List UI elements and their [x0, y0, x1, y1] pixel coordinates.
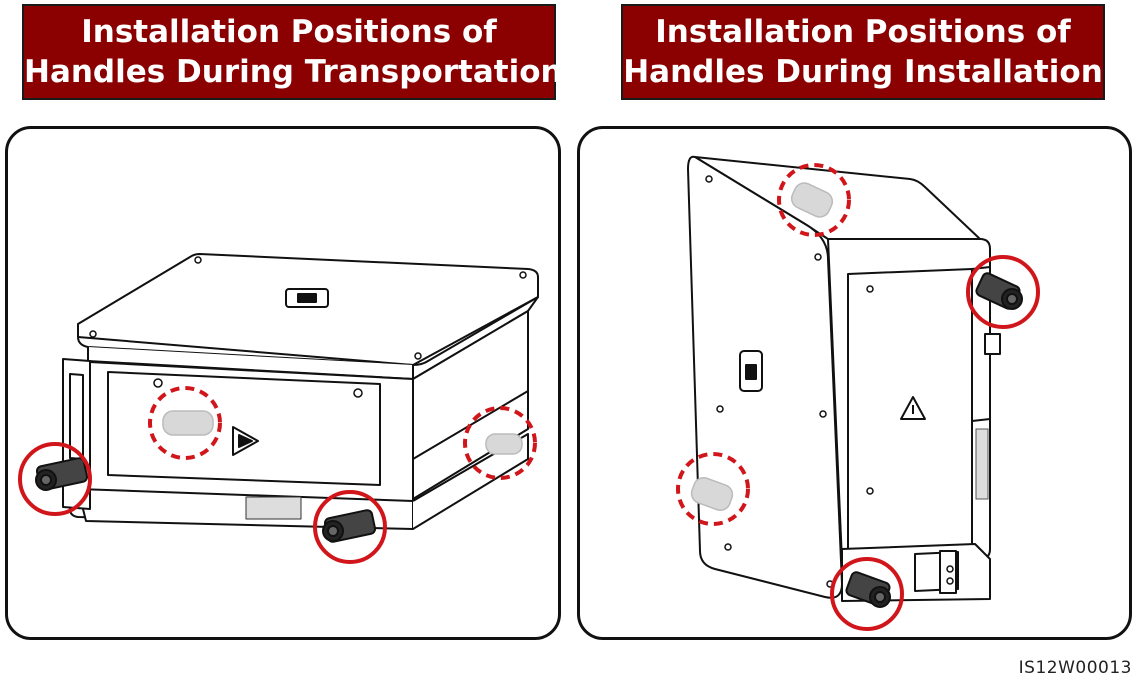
- handle-hidden-highlight-rear-left: [148, 386, 222, 460]
- title-banner-installation: Installation Positions of Handles During…: [621, 4, 1105, 100]
- banner-installation-line1: Installation Positions of: [655, 14, 1071, 50]
- handle-highlight-front-left: [18, 442, 92, 516]
- handle-hidden-highlight-top-left: [777, 163, 851, 237]
- banner-installation-line2: Handles During Installation: [623, 54, 1103, 90]
- handle-highlight-top-right: [966, 255, 1040, 329]
- drawing-id-label: IS12W00013: [1018, 658, 1132, 678]
- inverter-flat-drawing: [18, 253, 539, 564]
- handle-hidden-highlight-rear-right: [463, 406, 537, 480]
- inverter-upright-drawing: [676, 155, 1040, 631]
- handle-highlight-front-right: [313, 490, 387, 564]
- banner-transportation-line2: Handles During Transportation: [24, 54, 563, 90]
- banner-transportation-line1: Installation Positions of: [81, 14, 497, 50]
- handle-hidden-highlight-bottom-left: [676, 452, 750, 526]
- handle-highlight-bottom: [830, 557, 904, 631]
- installation-illustration-panel: [577, 126, 1132, 640]
- transportation-illustration-panel: [5, 126, 561, 640]
- title-banner-transportation: Installation Positions of Handles During…: [22, 4, 563, 100]
